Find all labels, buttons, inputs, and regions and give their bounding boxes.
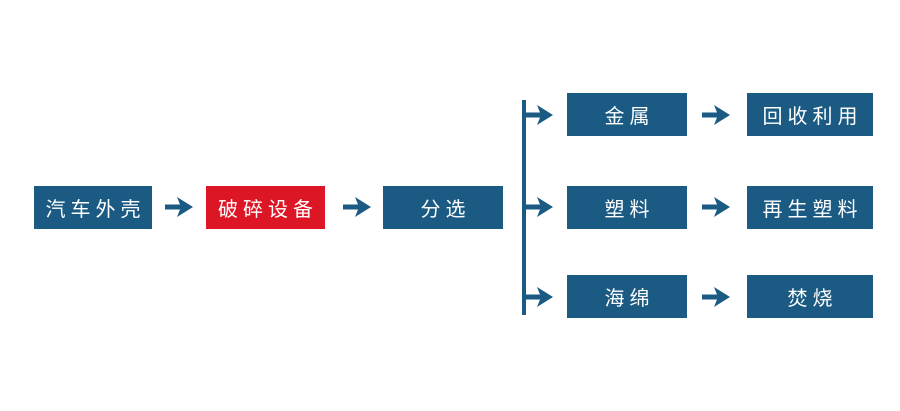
node-incineration: 焚烧 — [747, 275, 873, 318]
node-crushing-equipment: 破碎设备 — [206, 186, 325, 229]
branch-arrow-icon — [525, 195, 553, 219]
node-plastic: 塑料 — [567, 186, 687, 229]
arrow-right-icon — [343, 195, 371, 219]
branch-connector-line — [522, 100, 526, 315]
arrow-right-icon — [702, 195, 730, 219]
arrow-right-icon — [165, 195, 193, 219]
arrow-right-icon — [702, 285, 730, 309]
node-metal: 金属 — [567, 93, 687, 136]
node-recycling: 回收利用 — [747, 93, 873, 136]
branch-arrow-icon — [525, 103, 553, 127]
node-sponge: 海绵 — [567, 275, 687, 318]
branch-arrow-icon — [525, 285, 553, 309]
arrow-right-icon — [702, 103, 730, 127]
node-sorting: 分选 — [383, 186, 503, 229]
node-recycled-plastic: 再生塑料 — [747, 186, 873, 229]
node-car-shell: 汽车外壳 — [34, 186, 152, 229]
